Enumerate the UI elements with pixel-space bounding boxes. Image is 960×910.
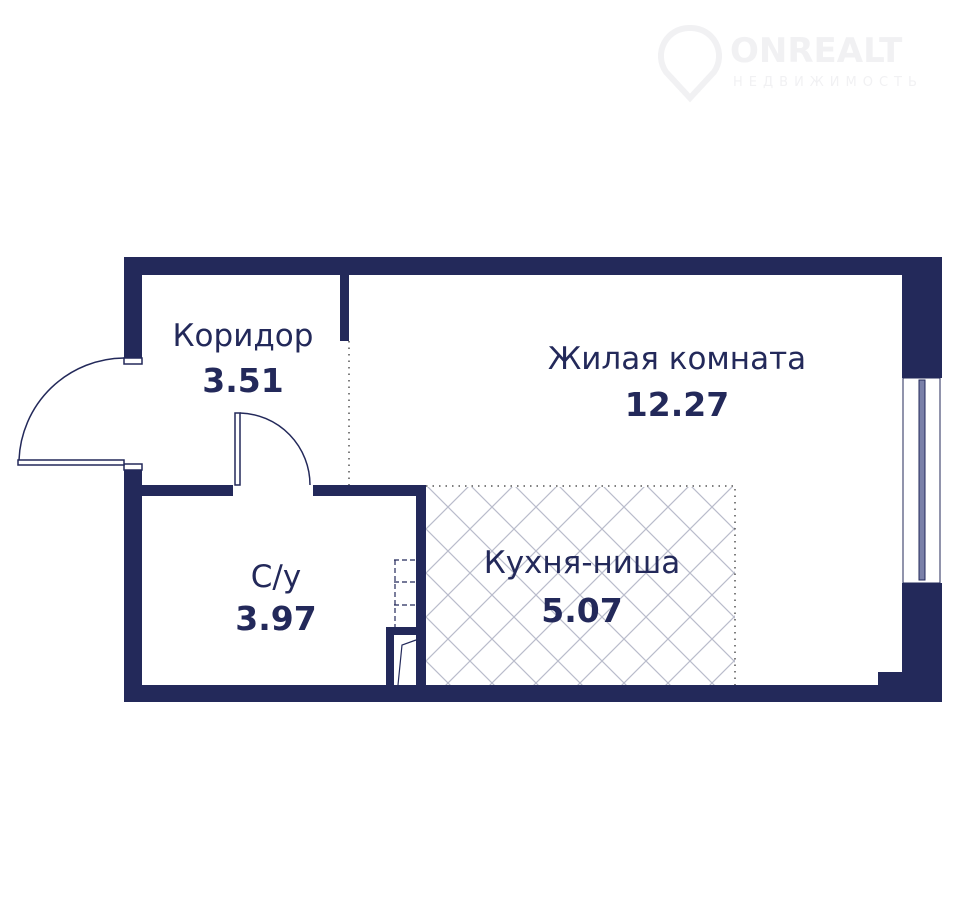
watermark-brand: ONREALT [730, 31, 903, 71]
walls [124, 257, 942, 702]
house-pin-icon [657, 24, 723, 103]
room-area-kitchen: 5.07 [541, 591, 622, 630]
room-name-bathroom: С/у [251, 559, 301, 595]
utility-shaft [394, 559, 417, 686]
room-name-corridor: Коридор [173, 318, 314, 354]
kitchen-tile-area [426, 487, 735, 685]
room-name-kitchen: Кухня-ниша [484, 545, 681, 581]
room-name-living: Жилая комната [548, 341, 806, 377]
watermark-tagline: НЕДВИЖИМОСТЬ [733, 75, 923, 90]
window [902, 377, 941, 584]
watermark-logo: ONREALT НЕДВИЖИМОСТЬ [657, 24, 923, 103]
room-area-corridor: 3.51 [202, 361, 283, 400]
entrance-door [17, 357, 143, 471]
bathroom-door [234, 412, 311, 486]
room-area-living: 12.27 [625, 385, 729, 424]
room-area-bathroom: 3.97 [235, 599, 316, 638]
